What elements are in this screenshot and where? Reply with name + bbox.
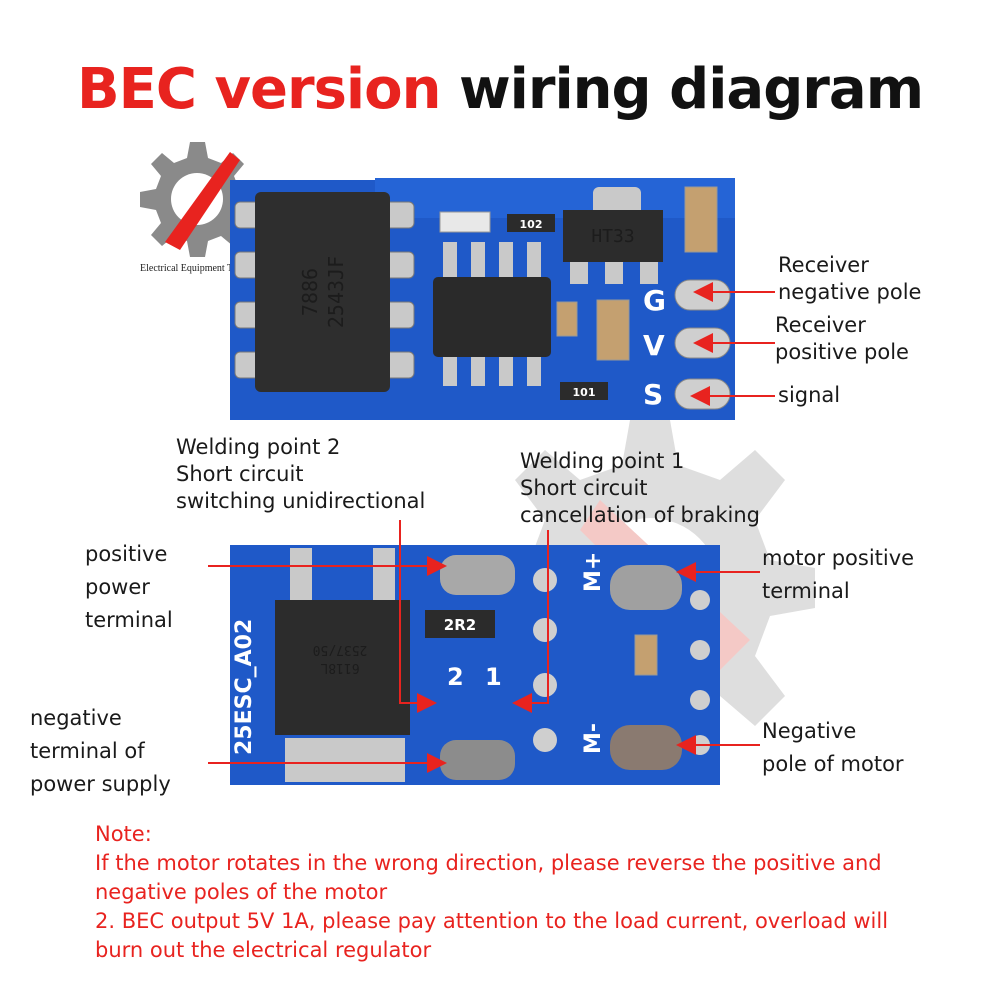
pin-g-label: G bbox=[643, 284, 666, 317]
logo-gear-icon bbox=[140, 142, 255, 257]
top-pcb-board: 7886 2543JF 102 HT33 101 G V S bbox=[230, 178, 735, 420]
bottom-pcb-board: 25ESC_A02 2537/50 6118L 2R2 2 1 M+ M- bbox=[230, 545, 720, 785]
note-block: Note: If the motor rotates in the wrong … bbox=[95, 820, 975, 965]
mosfet-label-1: 2537/50 bbox=[313, 642, 368, 657]
note-line-3: 2. BEC output 5V 1A, please pay attentio… bbox=[95, 909, 889, 933]
regulator-label: HT33 bbox=[591, 226, 634, 247]
resistor-101-label: 101 bbox=[573, 386, 596, 399]
pad-number-2: 2 bbox=[447, 663, 464, 691]
motor-plus-label: M+ bbox=[581, 552, 606, 592]
logo-text: Electrical Equipment Tool bbox=[140, 263, 246, 274]
motor-minus-label: M- bbox=[581, 723, 606, 754]
board-model-label: 25ESC_A02 bbox=[232, 619, 257, 755]
pin-s-label: S bbox=[643, 378, 663, 411]
mosfet-label-2: 6118L bbox=[320, 660, 359, 675]
note-line-1: If the motor rotates in the wrong direct… bbox=[95, 851, 882, 875]
page-title: BEC version wiring diagram bbox=[0, 58, 1000, 122]
resistor-2r2-label: 2R2 bbox=[444, 616, 476, 634]
main-chip-label-2: 2543JF bbox=[324, 256, 348, 328]
note-heading: Note: bbox=[95, 822, 152, 846]
pad-number-1: 1 bbox=[485, 663, 502, 691]
note-line-4: burn out the electrical regulator bbox=[95, 938, 432, 962]
resistor-102-label: 102 bbox=[520, 218, 543, 231]
pin-v-label: V bbox=[643, 329, 665, 362]
note-line-2: negative poles of the motor bbox=[95, 880, 388, 904]
main-chip-label-1: 7886 bbox=[298, 268, 322, 316]
label-signal: signal bbox=[778, 383, 841, 407]
title-bec-version: BEC version bbox=[76, 57, 441, 122]
title-wiring-diagram: wiring diagram bbox=[458, 57, 924, 122]
